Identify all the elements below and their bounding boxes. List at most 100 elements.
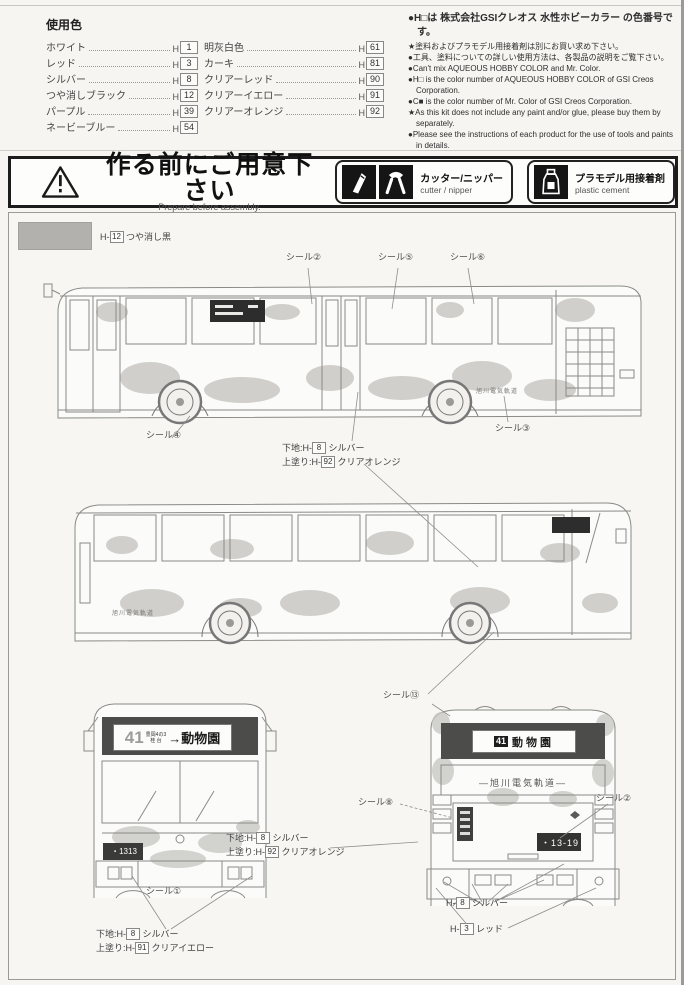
seal-label: シール① bbox=[146, 886, 182, 896]
seal-label: シール⑤ bbox=[378, 252, 414, 262]
note-line: ●H□は 株式会社GSIクレオス 水性ホビーカラー の色番号です。 bbox=[408, 13, 673, 38]
callout-code: 91 bbox=[135, 942, 149, 954]
callout-code: 8 bbox=[312, 442, 326, 454]
caution-subtitle: Prepare before assembly. bbox=[158, 202, 261, 212]
callout-text: シルバー bbox=[142, 929, 179, 939]
color-code: 61 bbox=[366, 41, 384, 54]
legend-prefix: H- bbox=[100, 232, 110, 242]
cement-label-en: plastic cement bbox=[575, 184, 630, 195]
color-name: クリアーレッド bbox=[204, 75, 274, 86]
fleet-name-side1: 旭川電気軌道 bbox=[476, 389, 519, 395]
camo-pattern bbox=[112, 820, 260, 868]
color-prefix: H bbox=[172, 108, 180, 118]
dot-leader bbox=[286, 114, 356, 115]
color-name: シルバー bbox=[46, 75, 86, 86]
legend-color-name: つや消し黒 bbox=[126, 232, 172, 242]
color-code: 3 bbox=[180, 57, 198, 70]
bus-rear-drawing bbox=[426, 706, 620, 907]
cutter-label-jp: カッター/ニッパー bbox=[420, 173, 503, 185]
route-destination: 動物園 bbox=[512, 736, 554, 749]
legend-code: 12 bbox=[109, 231, 124, 243]
seal-label: シール⑬ bbox=[383, 690, 420, 700]
color-prefix: H bbox=[358, 92, 366, 102]
cutter-labels: カッター/ニッパー cutter / nipper bbox=[420, 170, 503, 195]
via-line: 豊岡4の3 bbox=[145, 731, 167, 738]
route-number: 41 bbox=[124, 728, 144, 747]
callout-code: 92 bbox=[265, 846, 279, 858]
route-via: 豊岡4の3 桂 台 bbox=[146, 732, 167, 744]
note-line: ★As this kit does not include any paint … bbox=[408, 108, 661, 128]
callout-text: H- bbox=[450, 924, 460, 934]
dot-leader bbox=[89, 82, 170, 83]
route-destination: →動物園 bbox=[168, 731, 221, 746]
dot-leader bbox=[79, 66, 170, 67]
scan-edge bbox=[681, 0, 684, 985]
color-prefix: H bbox=[358, 60, 366, 70]
wheels bbox=[151, 379, 479, 425]
cutter-label-en: cutter / nipper bbox=[420, 184, 473, 195]
rear-sticker-panel bbox=[457, 807, 473, 841]
seal-label: シール④ bbox=[146, 430, 182, 440]
color-code: 12 bbox=[180, 89, 198, 102]
color-code: 8 bbox=[180, 73, 198, 86]
callout-code: 8 bbox=[256, 832, 270, 844]
dot-leader bbox=[88, 114, 170, 115]
color-name: つや消しブラック bbox=[46, 91, 126, 102]
dot-leader bbox=[89, 50, 170, 51]
front-license-plate: ・1313 bbox=[111, 847, 137, 856]
note-line: ★塗料およびプラモデル用接着剤は別にお買い求め下さい。 bbox=[408, 42, 624, 51]
color-code: 81 bbox=[366, 57, 384, 70]
rear-license-plate: ・13-19 bbox=[540, 838, 580, 848]
legend-label: H-12 つや消し黒 bbox=[100, 230, 171, 243]
caution-titles: 作る前にご用意下さい Prepare before assembly. bbox=[98, 152, 321, 212]
fleet-name-side2: 旭川電気軌道 bbox=[112, 611, 155, 617]
color-code: 91 bbox=[366, 89, 384, 102]
color-prefix: H bbox=[172, 60, 180, 70]
color-name: ネービーブルー bbox=[46, 123, 116, 134]
color-prefix: H bbox=[172, 76, 180, 86]
callout-code: 8 bbox=[126, 928, 140, 940]
color-name: クリアーイエロー bbox=[204, 91, 284, 102]
legend-swatch bbox=[18, 222, 92, 250]
callout-code: 3 bbox=[459, 923, 474, 935]
note-line: ●H□ is the color number of AQUEOUS HOBBY… bbox=[408, 75, 654, 95]
side-destination-sign bbox=[210, 300, 265, 322]
dot-leader bbox=[129, 98, 170, 99]
note-line: ●C■ is the color number of Mr. Color of … bbox=[408, 97, 632, 106]
paint-callout-front: 下地:H-8 シルバー 上塗り:H-91 クリアイエロー bbox=[96, 927, 214, 955]
rear-company-name: ―旭川電気軌道― bbox=[478, 778, 567, 788]
dot-leader bbox=[237, 66, 356, 67]
callout-code: 8 bbox=[455, 897, 470, 909]
color-name: パープル bbox=[46, 107, 86, 118]
color-prefix: H bbox=[358, 76, 366, 86]
callout-text: クリアオレンジ bbox=[281, 847, 345, 857]
paint-callout-red: H-3 レッド bbox=[450, 922, 503, 936]
cement-label-jp: プラモデル用接着剤 bbox=[575, 173, 665, 185]
dot-leader bbox=[286, 98, 356, 99]
callout-text: 上塗り:H- bbox=[226, 847, 265, 857]
caution-banner: 作る前にご用意下さい Prepare before assembly. カッター… bbox=[8, 152, 678, 212]
seal-label: シール② bbox=[286, 252, 322, 262]
bus-side-left-drawing bbox=[43, 283, 642, 425]
callout-text: 上塗り:H- bbox=[96, 943, 135, 953]
callout-text: シルバー bbox=[272, 833, 309, 843]
callout-code: 92 bbox=[321, 456, 335, 468]
callout-text: クリアイエロー bbox=[151, 943, 214, 953]
section-divider bbox=[0, 150, 684, 151]
color-prefix: H bbox=[358, 44, 366, 54]
dot-leader bbox=[276, 82, 356, 83]
note-line: ●Please see the instructions of each pro… bbox=[408, 130, 673, 150]
color-code: 39 bbox=[180, 105, 198, 118]
color-code: 90 bbox=[366, 73, 384, 86]
color-name: レッド bbox=[46, 59, 76, 70]
